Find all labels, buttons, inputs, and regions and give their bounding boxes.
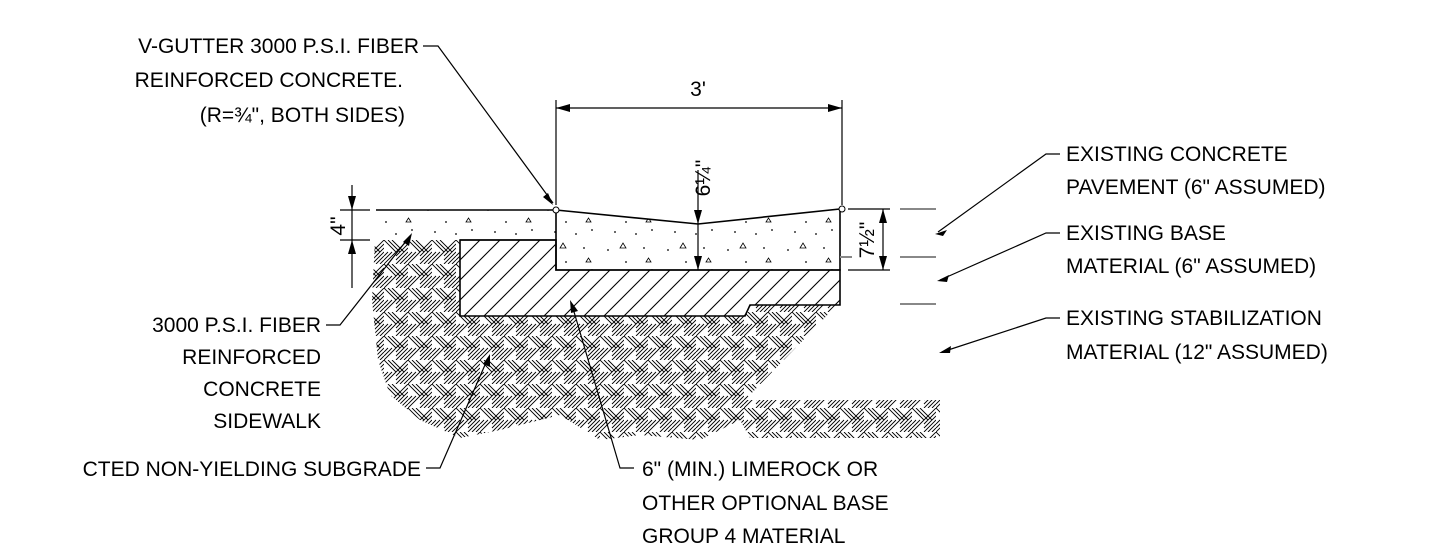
sidewalk-label-line3: CONCRETE bbox=[203, 378, 321, 401]
sidewalk-thickness-label: 4" bbox=[327, 216, 350, 235]
pavement-label-line1: EXISTING CONCRETE bbox=[1066, 143, 1288, 166]
gutter-label-line3: (R=¾", BOTH SIDES) bbox=[200, 104, 405, 127]
stabilization-label-line1: EXISTING STABILIZATION bbox=[1066, 307, 1322, 330]
sidewalk-label-line2: REINFORCED bbox=[182, 346, 321, 369]
subgrade-label: CTED NON-YIELDING SUBGRADE bbox=[83, 458, 421, 481]
sidewalk-concrete bbox=[376, 210, 556, 240]
edge-depth-label: 7½" bbox=[856, 222, 879, 259]
base-label-line2: OTHER OPTIONAL BASE bbox=[642, 492, 889, 515]
base-label-line3: GROUP 4 MATERIAL bbox=[642, 525, 845, 548]
existing-base-label-line1: EXISTING BASE bbox=[1066, 222, 1226, 245]
sidewalk-label-line4: SIDEWALK bbox=[213, 410, 321, 433]
stabilization-label-line2: MATERIAL (12" ASSUMED) bbox=[1066, 341, 1328, 364]
subgrade-region bbox=[372, 240, 940, 440]
sidewalk-label-line1: 3000 P.S.I. FIBER bbox=[152, 314, 321, 337]
width-dimension-label: 3' bbox=[690, 78, 706, 101]
gutter-label-line2: REINFORCED CONCRETE. bbox=[135, 69, 403, 92]
gutter-depth-label: 6¼" bbox=[692, 160, 715, 197]
gutter-label-line1: V-GUTTER 3000 P.S.I. FIBER bbox=[138, 35, 419, 58]
pavement-label-line2: PAVEMENT (6" ASSUMED) bbox=[1066, 176, 1326, 199]
base-label-line1: 6" (MIN.) LIMEROCK OR bbox=[642, 458, 878, 481]
existing-base-label-line2: MATERIAL (6" ASSUMED) bbox=[1066, 255, 1316, 278]
